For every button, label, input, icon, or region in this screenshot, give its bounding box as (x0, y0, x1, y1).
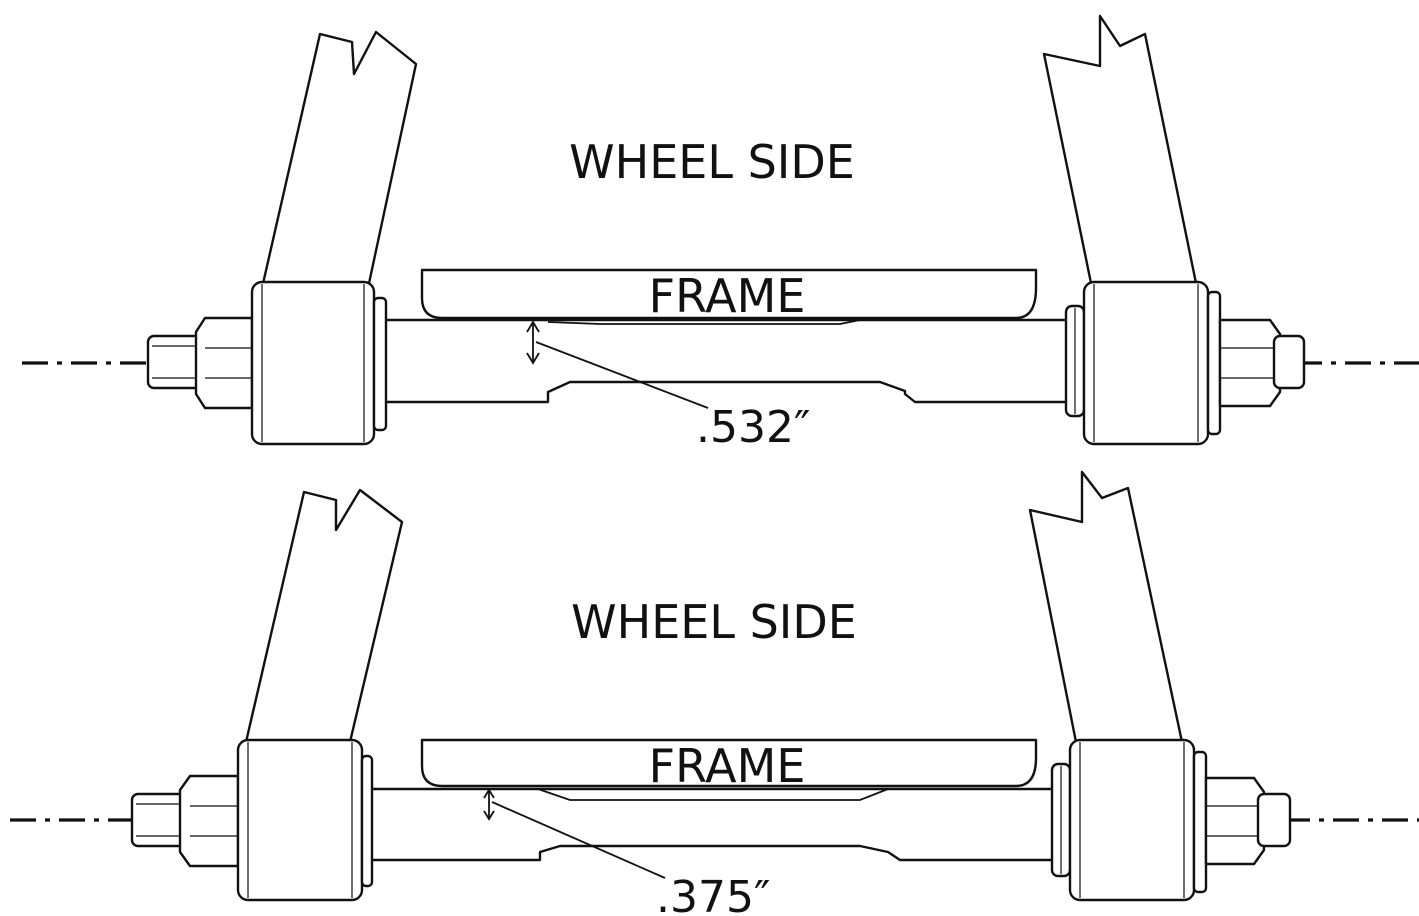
washer-left-bottom (360, 754, 374, 888)
control-arm-left-top (260, 30, 418, 290)
stud-right-top (1272, 334, 1306, 390)
assembly-bottom (10, 470, 1419, 902)
washer-left-top (372, 296, 388, 432)
shaft-offset-bottom (537, 788, 889, 801)
control-arm-left-bottom (244, 488, 404, 744)
frame-label-top: FRAME (649, 269, 806, 323)
dimension-label-bottom: .375″ (656, 872, 770, 916)
nut-left-bottom (178, 774, 240, 868)
bushing-right-top (1082, 280, 1210, 446)
shaft-offset-top (547, 319, 861, 325)
wheel-side-label-bottom: WHEEL SIDE (571, 595, 857, 649)
frame-bracket-top (420, 268, 1038, 320)
leader-line-bottom (491, 801, 666, 879)
stud-right-bottom (1256, 792, 1292, 848)
bushing-left-top (250, 280, 376, 446)
bushing-left-bottom (236, 738, 364, 902)
nut-right-top (1218, 318, 1282, 408)
nut-left-top (194, 316, 254, 410)
leader-line-top (535, 341, 709, 409)
dimension-label-top: .532″ (696, 402, 810, 453)
wheel-side-label-top: WHEEL SIDE (569, 135, 855, 189)
shaft-top (382, 318, 1072, 404)
bushing-right-bottom (1068, 738, 1196, 902)
frame-bracket-bottom (420, 738, 1038, 788)
control-arm-right-bottom (1028, 470, 1184, 744)
nut-right-bottom (1204, 776, 1266, 866)
frame-label-bottom: FRAME (649, 739, 806, 793)
assembly-top (22, 14, 1419, 446)
control-arm-right-top (1042, 14, 1199, 290)
